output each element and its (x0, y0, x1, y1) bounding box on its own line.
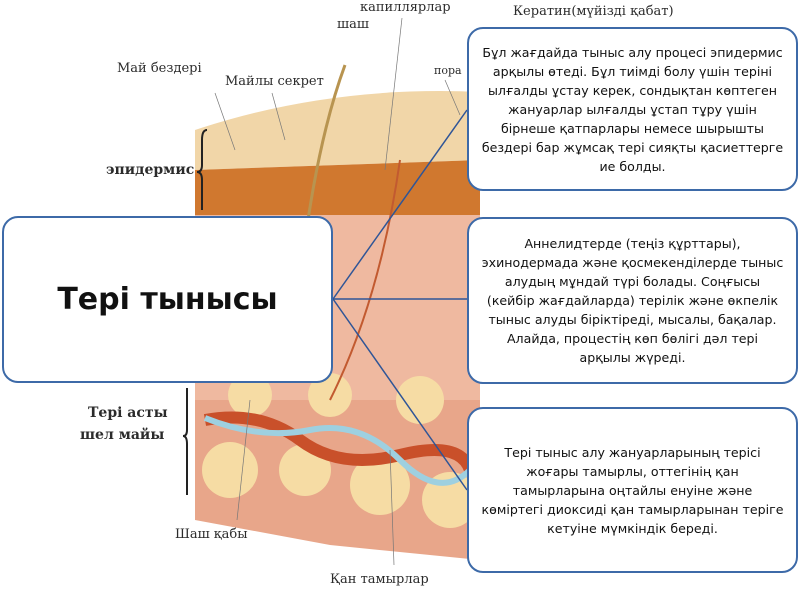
info-box-3: Тері тыныс алу жануарларының терісі жоға… (467, 407, 798, 573)
info-box-2: Аннелидтерде (теңіз құрттары), эхинодерм… (467, 217, 798, 384)
epidermis-layer (195, 160, 480, 220)
info-text-1: Бұл жағдайда тыныс алу процесі эпидермис… (481, 44, 784, 174)
info-text-2: Аннелидтерде (теңіз құрттары), эхинодерм… (481, 236, 784, 365)
info-text-3: Тері тыныс алу жануарларының терісі жоға… (481, 444, 784, 536)
blood-vessel-blue (203, 415, 473, 486)
label-blood-vessels: Қан тамырлар (330, 572, 429, 587)
info-box-1: Бұл жағдайда тыныс алу процесі эпидермис… (467, 27, 798, 191)
nerve (329, 159, 401, 401)
connector-lines (332, 109, 468, 491)
label-hair: шаш (337, 17, 369, 32)
main-title-box: Тері тынысы (2, 216, 333, 383)
label-subcutaneous-fat-2: шел майы (80, 427, 165, 443)
label-capillaries: капиллярлар (360, 0, 451, 15)
epidermis-brace (196, 129, 208, 210)
blood-vessel (203, 411, 476, 473)
label-hair-follicle: Шаш қабы (175, 527, 248, 542)
label-keratin: Кератин(мүйізді қабат) (513, 4, 674, 19)
keratin-layer (195, 91, 480, 170)
subcutaneous-brace (182, 388, 188, 495)
label-pore: пора (434, 64, 462, 77)
subcutaneous-layer (195, 400, 480, 560)
label-epidermis: эпидермис (106, 162, 195, 178)
label-sebaceous-glands: Май бездері (117, 61, 202, 76)
label-subcutaneous-fat-1: Тері асты (88, 405, 168, 421)
page-title: Тері тынысы (57, 282, 278, 317)
label-sebum: Майлы секрет (225, 74, 324, 89)
leader-lines (214, 17, 461, 566)
